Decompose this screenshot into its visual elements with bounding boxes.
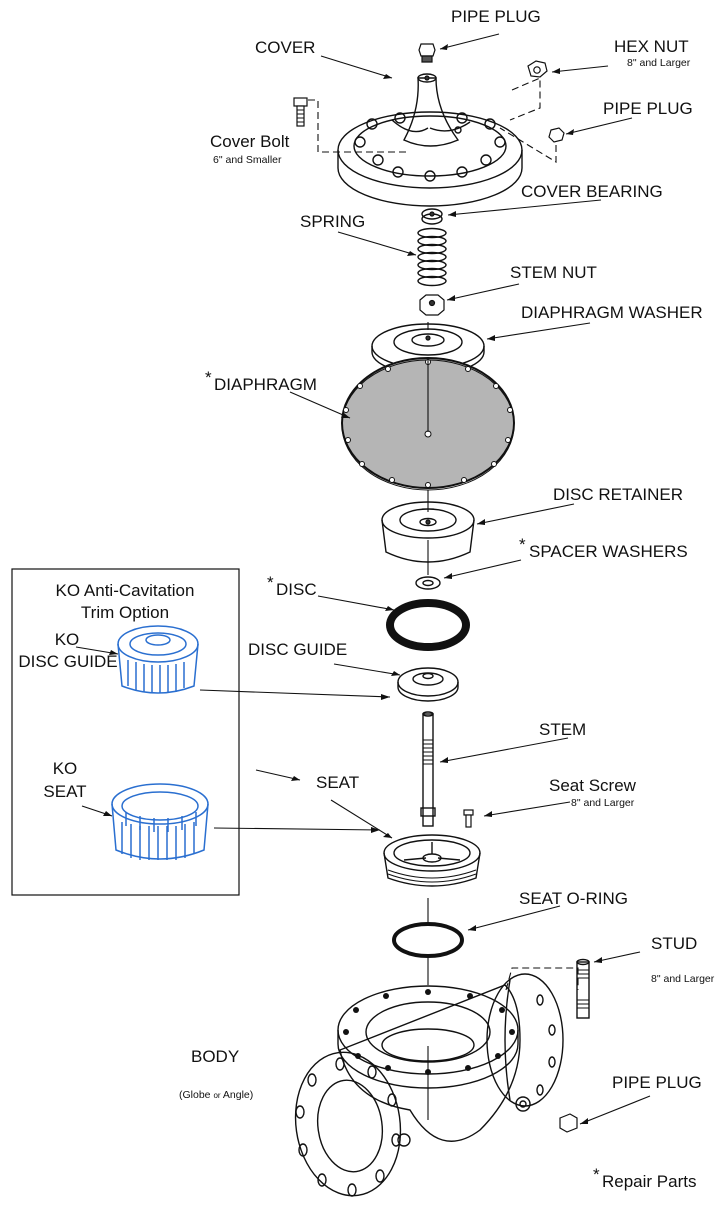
diaphragm-washer-label: DIAPHRAGM WASHER: [521, 303, 703, 322]
ko-seat-label-1: KO: [53, 759, 78, 778]
body-note-or: or: [213, 1091, 220, 1100]
spring-label: SPRING: [300, 212, 365, 231]
stem-label: STEM: [539, 720, 586, 739]
disc-retainer-label: DISC RETAINER: [553, 485, 683, 504]
disc-guide-label: DISC GUIDE: [248, 640, 347, 659]
ko-box-frame: [11, 568, 240, 896]
stem-nut-part: [419, 294, 445, 316]
cover-bolt-label: Cover Bolt: [210, 132, 290, 151]
seat-label: SEAT: [316, 773, 359, 792]
spring-part: [417, 227, 447, 287]
cover-bolt-note: 6" and Smaller: [213, 154, 282, 166]
seat-screw-note: 8" and Larger: [571, 797, 635, 809]
disc-star: *: [267, 573, 274, 592]
ko-seat-part: [111, 783, 209, 860]
body-part: [294, 973, 564, 1197]
hex-nut-note: 8" and Larger: [627, 57, 691, 69]
seat-oring-label: SEAT O-RING: [519, 889, 628, 908]
body-note: (Globe or Angle): [179, 1089, 253, 1101]
pipe-plug-top-label: PIPE PLUG: [451, 7, 541, 26]
ko-option-box: KO Anti-Cavitation Trim Option KO DISC G…: [11, 568, 240, 896]
spacer-washers-label: SPACER WASHERS: [529, 542, 688, 561]
repair-parts-star: *: [593, 1165, 600, 1184]
ko-box-title-2: Trim Option: [81, 603, 169, 622]
seat-screw-part: [463, 809, 474, 828]
labels: PIPE PLUG COVER HEX NUT 8" and Larger PI…: [179, 7, 715, 1191]
assembly-axis-lines: [308, 77, 579, 1120]
stud-note: 8" and Larger: [651, 973, 715, 985]
spacer-washers-part: [415, 576, 441, 590]
diaphragm-star: *: [205, 368, 212, 387]
seat-part: [383, 834, 481, 887]
pipe-plug-right-part: [548, 127, 565, 143]
pipe-plug-body-part: [559, 1113, 578, 1133]
body-label: BODY: [191, 1047, 239, 1066]
stem-nut-label: STEM NUT: [510, 263, 597, 282]
seat-screw-label: Seat Screw: [549, 776, 637, 795]
ko-box-title-1: KO Anti-Cavitation: [56, 581, 195, 600]
body-note-angle: Angle): [221, 1089, 254, 1101]
ko-disc-guide-part: [117, 625, 199, 694]
pipe-plug-body-label: PIPE PLUG: [612, 1073, 702, 1092]
cover-bolt-part: [293, 97, 308, 127]
ko-disc-guide-label-2: DISC GUIDE: [18, 652, 117, 671]
pipe-plug-top-part: [418, 43, 436, 63]
stem-part: [420, 711, 436, 827]
cover-bearing-part: [421, 208, 443, 225]
disc-part: [386, 599, 470, 651]
stud-label: STUD: [651, 934, 697, 953]
ko-seat-label-2: SEAT: [43, 782, 86, 801]
hex-nut-label: HEX NUT: [614, 37, 689, 56]
disc-guide-part: [397, 667, 459, 702]
cover-bearing-label: COVER BEARING: [521, 182, 663, 201]
ko-disc-guide-label-1: KO: [55, 630, 80, 649]
cover-part: [337, 73, 523, 207]
stud-part: [576, 958, 590, 1019]
repair-parts-label: Repair Parts: [602, 1172, 696, 1191]
hex-nut-part: [527, 60, 548, 78]
disc-label: DISC: [276, 580, 317, 599]
pipe-plug-right-label: PIPE PLUG: [603, 99, 693, 118]
diaphragm-label: DIAPHRAGM: [214, 375, 317, 394]
spacer-washers-star: *: [519, 535, 526, 554]
seat-oring-part: [392, 922, 464, 958]
leader-lines: [199, 33, 651, 1125]
body-note-globe: (Globe: [179, 1089, 213, 1101]
cover-label: COVER: [255, 38, 315, 57]
